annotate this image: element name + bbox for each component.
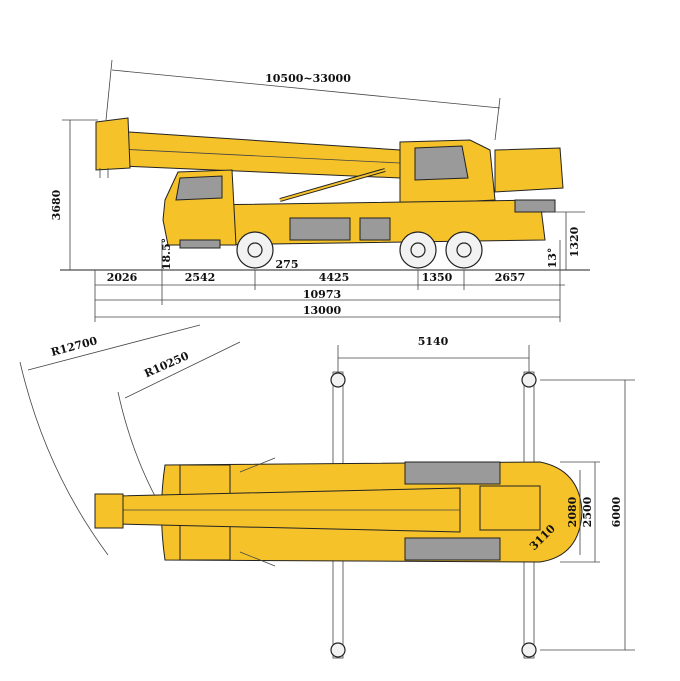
rear-deck [514,199,556,213]
cab-window [414,145,469,181]
outer-radius-arc [19,361,109,556]
boom-head [95,117,131,171]
rear-overhang-label: 2657 [495,271,526,284]
outer-radius-label: R12700 [50,334,99,359]
outrigger-transverse-label: 6000 [610,496,623,527]
boom-length-dim-line [111,69,501,109]
counterweight [494,147,564,193]
width-inner-label: 2080 [566,496,579,527]
turntable-top [479,485,541,531]
axle-1-2-label: 2542 [185,271,216,284]
top-tires-upper [404,461,501,485]
front-overhang-label: 2026 [107,271,138,284]
fuel-tank [289,217,351,241]
ground-clearance-label: 275 [276,258,299,271]
inner-radius-label: R10250 [142,349,191,380]
wheelbase-total-label: 10973 [303,288,341,301]
top-view: R12700 R10250 5140 6000 [19,324,635,659]
tool-box [359,217,391,241]
outrigger-longitudinal-label: 5140 [418,335,449,348]
approach-angle-label: 18.5° [160,238,173,270]
rear-height-label: 1320 [568,226,581,257]
axle-2-3-label: 4425 [319,271,350,284]
width-outer-label: 2500 [581,496,594,527]
axle-3-4-label: 1350 [422,271,453,284]
departure-angle-label: 13° [546,248,559,269]
boom-head-top [94,493,124,529]
boom [97,129,401,179]
overall-length-label: 13000 [303,304,342,317]
boom-length-label: 10500~33000 [265,72,351,85]
driver-window [175,175,223,201]
height-label: 3680 [50,189,63,220]
side-view: 10500~33000 3680 18.5° 275 13° 1320 2026… [50,59,590,322]
top-tires-lower [404,537,501,561]
